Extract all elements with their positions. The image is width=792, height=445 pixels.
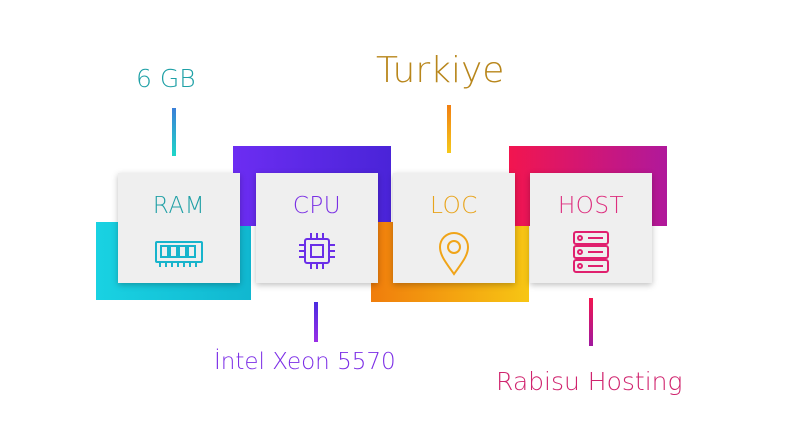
host-label: HOST <box>557 193 625 219</box>
ram-label: RAM <box>152 193 206 219</box>
cpu-connector-line <box>314 302 318 342</box>
host-card: HOST <box>530 173 652 283</box>
loc-connector-line <box>447 105 451 153</box>
ram-card: RAM <box>118 173 240 283</box>
ram-connector-line <box>172 108 176 156</box>
cpu-label: CPU <box>292 193 342 219</box>
location-pin-icon <box>438 232 470 276</box>
cpu-value: İntel Xeon 5570 <box>214 349 396 375</box>
host-connector-line <box>589 298 593 346</box>
loc-card: LOC <box>393 173 515 283</box>
cpu-card: CPU <box>256 173 378 283</box>
loc-label: LOC <box>430 193 478 219</box>
cpu-chip-icon <box>299 233 335 269</box>
host-value: Rabisu Hosting <box>496 367 683 396</box>
loc-value: Turkiye <box>376 50 505 91</box>
ram-value: 6 GB <box>136 64 196 93</box>
server-stack-icon <box>573 231 609 273</box>
memory-module-icon <box>155 241 203 267</box>
